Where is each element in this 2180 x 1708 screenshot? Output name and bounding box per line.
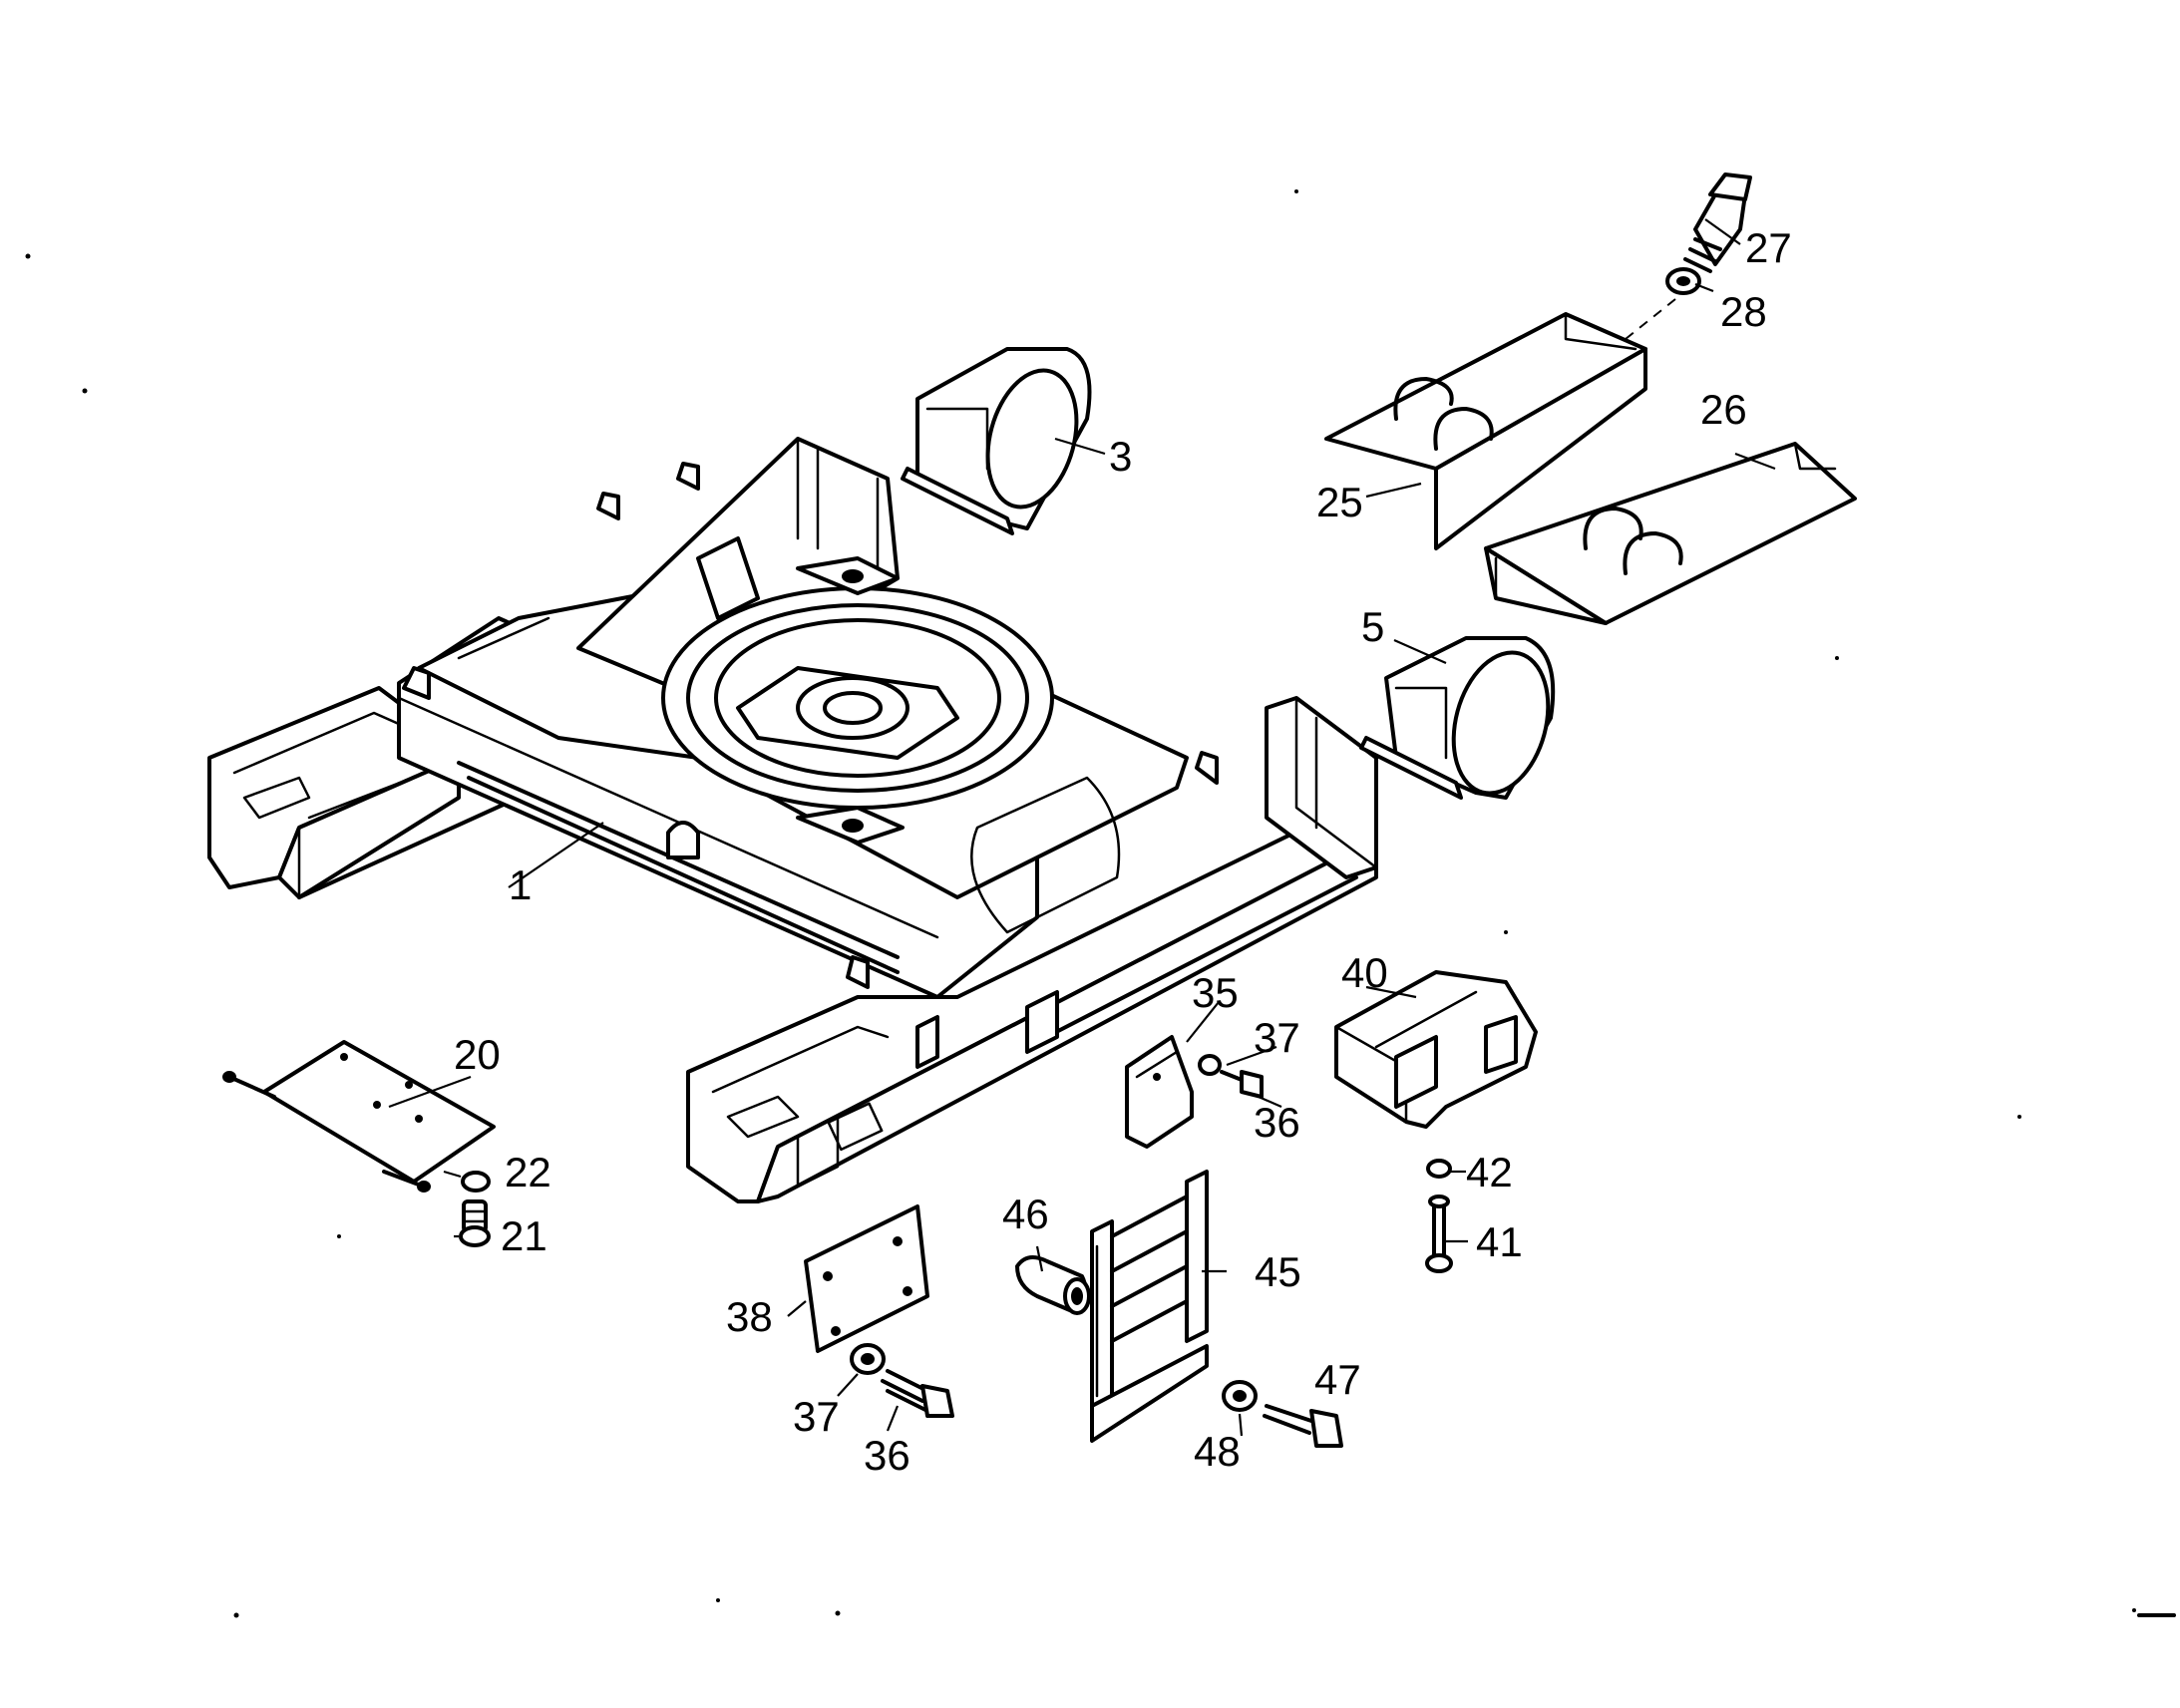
label-22: 22	[505, 1149, 551, 1196]
bolt-41	[1425, 1195, 1453, 1273]
label-47: 47	[1314, 1356, 1361, 1403]
label-1: 1	[509, 861, 532, 908]
plate-35	[1125, 1035, 1194, 1149]
label-36a: 36	[1254, 1099, 1300, 1146]
bracket-5	[1359, 636, 1556, 800]
leader-lines	[388, 218, 1776, 1437]
label-26: 26	[1700, 386, 1747, 433]
bracket-40	[1334, 970, 1538, 1129]
label-36b: 36	[864, 1432, 910, 1479]
label-5: 5	[1361, 603, 1384, 650]
label-3: 3	[1109, 433, 1132, 480]
label-25: 25	[1316, 479, 1363, 525]
callout-labels: 1 3 5 20 22 21 25 26 27 28 35 37 36 40 4…	[454, 224, 1792, 1479]
bolt-36a	[1220, 1070, 1264, 1099]
bolt-27	[1683, 172, 1752, 273]
label-35: 35	[1192, 969, 1239, 1016]
label-37b: 37	[793, 1393, 840, 1440]
label-38: 38	[726, 1293, 773, 1340]
label-45: 45	[1255, 1248, 1301, 1295]
label-20: 20	[454, 1031, 501, 1078]
cover-26	[1484, 442, 1857, 625]
step-45	[1090, 1170, 1209, 1443]
lower-frame	[207, 437, 1378, 1203]
cover-25	[1324, 312, 1647, 550]
label-46: 46	[1002, 1191, 1049, 1237]
label-48: 48	[1194, 1428, 1241, 1475]
label-41: 41	[1476, 1218, 1523, 1265]
label-42: 42	[1466, 1149, 1513, 1196]
label-27: 27	[1745, 224, 1792, 271]
washer-42	[1426, 1159, 1452, 1179]
washer-28	[1665, 267, 1701, 295]
bolt-21	[459, 1199, 491, 1247]
washer-37a	[1198, 1054, 1222, 1076]
washer-22	[461, 1171, 491, 1193]
label-28: 28	[1720, 288, 1767, 335]
plate-38	[804, 1204, 929, 1353]
label-40: 40	[1341, 949, 1388, 996]
scan-specks	[25, 189, 2176, 1618]
bolt-36b	[881, 1369, 954, 1418]
washer-37b	[850, 1343, 886, 1375]
bushing-46	[1015, 1255, 1091, 1315]
plate-20	[222, 1040, 496, 1193]
label-37a: 37	[1254, 1014, 1300, 1061]
washer-48	[1222, 1380, 1258, 1412]
label-21: 21	[501, 1212, 547, 1259]
bolt-47	[1263, 1404, 1343, 1448]
bracket-3	[901, 347, 1092, 535]
